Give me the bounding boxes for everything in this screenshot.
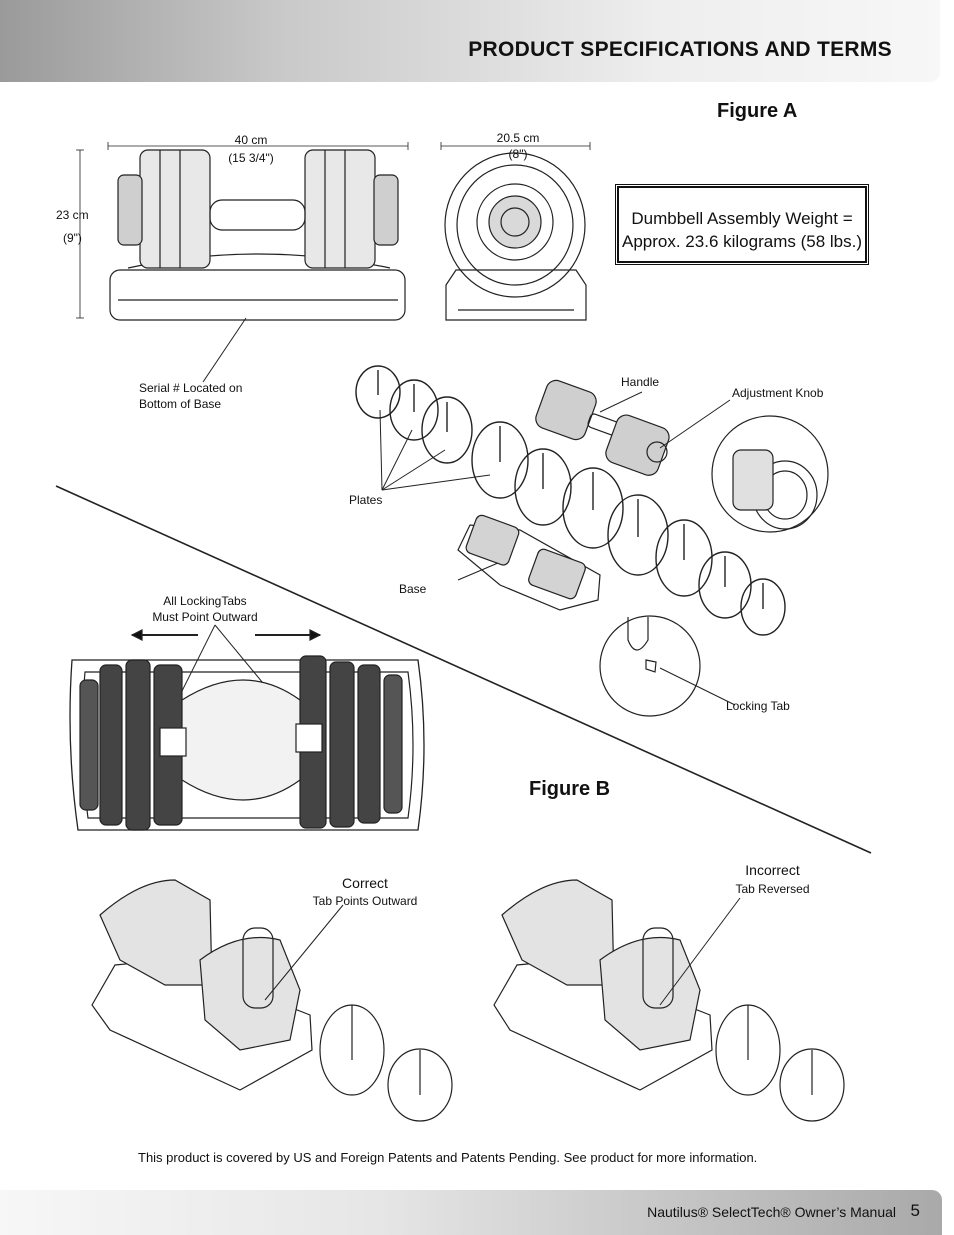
plates-exploded [355,365,786,636]
figure-b-title: Figure B [529,778,611,800]
plates-label: Plates [349,493,383,507]
depth-sub-label: (8") [508,147,528,161]
diagonal-divider [55,485,872,854]
weight-box: Dumbbell Assembly Weight = Approx. 23.6 … [617,186,867,263]
patent-note: This product is covered by US and Foreig… [138,1150,758,1165]
incorrect-label: Incorrect [745,862,800,878]
incorrect-sub-label: Tab Reversed [735,882,810,896]
serial-label-2: Bottom of Base [139,397,222,411]
knob-closeup [711,415,829,533]
weight-line-2: Approx. 23.6 kilograms (58 lbs.) [622,232,862,251]
dumbbell-end-view [440,142,591,321]
footer-bar [0,1190,942,1235]
height-label: 23 cm [56,208,89,222]
locking-tabs-label-2: Must Point Outward [152,610,258,624]
base-label: Base [399,582,427,596]
depth-label: 20.5 cm [496,131,540,145]
correct-sub-label: Tab Points Outward [312,894,418,908]
footer-manual-title: Nautilus® SelectTech® Owner’s Manual [647,1204,896,1220]
serial-label-1: Serial # Located on [139,381,243,395]
incorrect-dumbbell [493,879,845,1122]
correct-label: Correct [342,875,388,891]
dumbbell-top-view [69,624,425,831]
adjustment-knob-label: Adjustment Knob [732,386,824,400]
correct-dumbbell [91,879,453,1122]
figure-a-title: Figure A [717,100,798,122]
base-exploded [457,514,601,611]
locking-tab-label: Locking Tab [726,699,790,713]
height-sub-label: (9") [63,231,82,245]
width-sub-label: (15 3/4") [228,151,274,165]
handle-label: Handle [621,375,660,389]
dumbbell-side-view [76,142,409,321]
locking-tab-closeup [599,615,736,717]
handle-exploded [535,379,731,476]
width-label: 40 cm [234,133,268,147]
page-number: 5 [910,1201,920,1220]
weight-line-1: Dumbbell Assembly Weight = [631,209,853,228]
locking-tabs-label-1: All LockingTabs [163,594,247,608]
page-title: PRODUCT SPECIFICATIONS AND TERMS [468,38,892,61]
header-bar [0,0,940,82]
